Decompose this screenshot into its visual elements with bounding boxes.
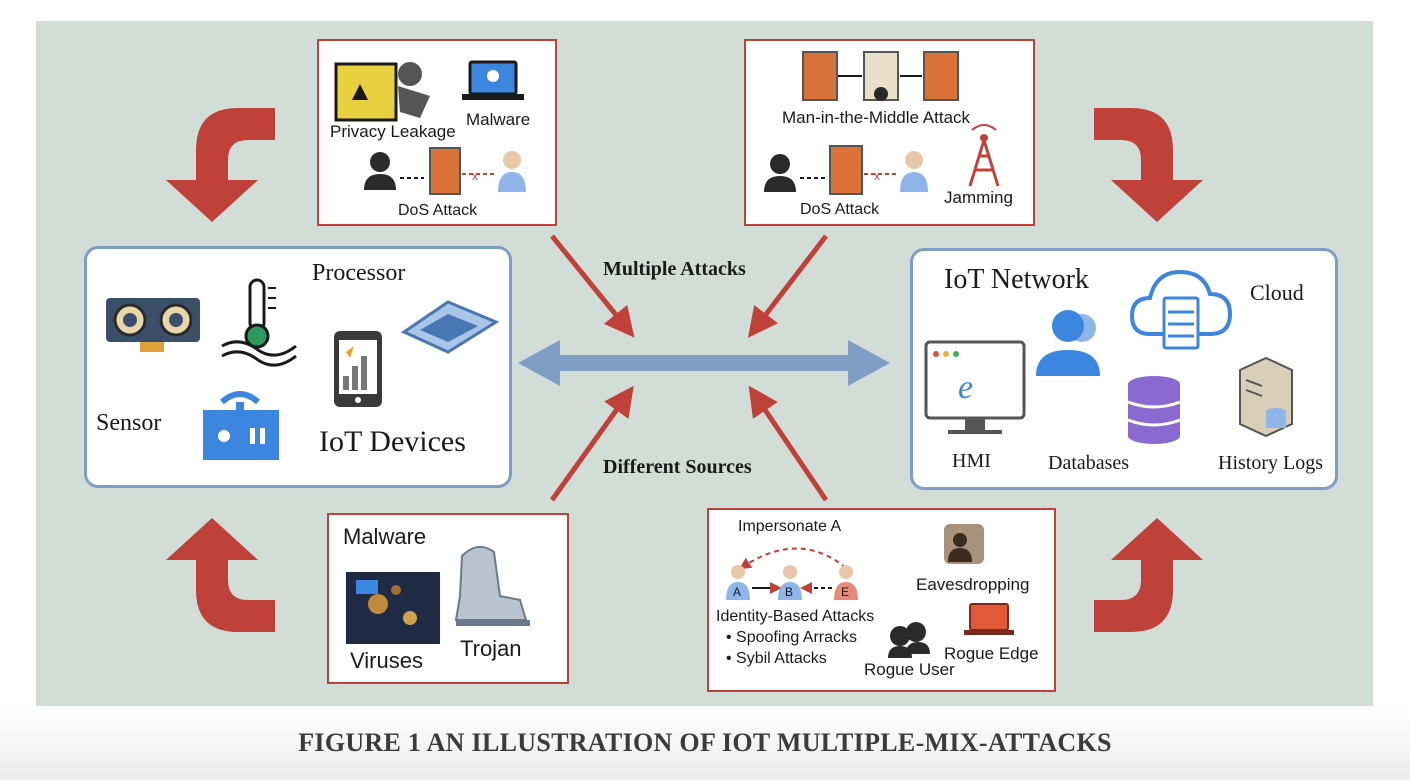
connector-bottom-right bbox=[748, 385, 829, 502]
iot-devices-box bbox=[84, 246, 512, 488]
spoofing-label: • Spoofing Arracks bbox=[726, 629, 857, 646]
dos-attack-left-icon: x bbox=[364, 147, 526, 195]
virus-image-icon bbox=[346, 572, 440, 644]
malware-label-top: Malware bbox=[466, 110, 531, 129]
attack-box-bottom-right bbox=[707, 508, 1056, 692]
corner-arrow-bottom-right bbox=[1094, 518, 1203, 632]
processor-label: Processor bbox=[312, 260, 406, 286]
viruses-label: Viruses bbox=[350, 648, 423, 673]
history-logs-label: History Logs bbox=[1218, 452, 1323, 474]
thermometer-icon bbox=[221, 278, 297, 367]
corner-arrow-top-right bbox=[1094, 108, 1203, 222]
rogue-user-icon bbox=[888, 622, 930, 658]
connector-top-left bbox=[550, 234, 635, 338]
hmi-monitor-icon: e bbox=[924, 340, 1026, 434]
node-a-letter: A bbox=[733, 585, 741, 599]
cloud-server-icon bbox=[1129, 269, 1233, 350]
rogue-edge-label: Rogue Edge bbox=[944, 644, 1039, 663]
svg-text:e: e bbox=[958, 369, 973, 406]
node-a-icon bbox=[726, 565, 750, 600]
identity-attacks-label: Identity-Based Attacks bbox=[716, 608, 875, 625]
privacy-thief-icon bbox=[334, 62, 430, 122]
sybil-label: • Sybil Attacks bbox=[726, 650, 827, 667]
malware-laptop-icon bbox=[462, 60, 524, 100]
corner-arrow-top-left bbox=[166, 108, 275, 222]
dos-attack-right-icon: x bbox=[764, 145, 928, 195]
impersonate-dashed-arrow bbox=[738, 547, 847, 570]
node-b-letter: B bbox=[785, 585, 793, 599]
multiple-attacks-label: Multiple Attacks bbox=[603, 258, 746, 280]
different-sources-label: Different Sources bbox=[603, 456, 752, 478]
iot-devices-label: IoT Devices bbox=[319, 425, 466, 458]
dos-attack-label-left: DoS Attack bbox=[398, 202, 478, 219]
rogue-user-label: Rogue User bbox=[864, 660, 955, 679]
iot-network-title: IoT Network bbox=[944, 264, 1089, 295]
connector-bottom-left bbox=[549, 385, 634, 502]
malware-label-bottom: Malware bbox=[343, 524, 427, 549]
server-icon bbox=[1239, 356, 1293, 438]
bidirectional-arrow bbox=[518, 340, 890, 386]
node-b-icon bbox=[778, 565, 802, 600]
chip-icon bbox=[400, 300, 500, 354]
sensor-label: Sensor bbox=[96, 410, 162, 436]
ultrasonic-sensor-icon bbox=[106, 298, 200, 352]
jamming-tower-icon bbox=[968, 124, 1000, 187]
dos-attack-label-right: DoS Attack bbox=[800, 201, 880, 218]
eavesdropper-icon bbox=[944, 524, 984, 564]
remote-sensor-icon bbox=[203, 391, 279, 460]
smartphone-icon bbox=[334, 331, 382, 407]
jamming-label: Jamming bbox=[944, 188, 1013, 207]
cloud-label: Cloud bbox=[1250, 280, 1304, 305]
svg-text:x: x bbox=[874, 169, 880, 183]
eavesdropping-label: Eavesdropping bbox=[916, 575, 1030, 594]
mitm-servers-icon bbox=[802, 51, 959, 101]
users-icon bbox=[1036, 310, 1100, 376]
rogue-edge-laptop-icon bbox=[964, 603, 1014, 635]
caption-band bbox=[0, 706, 1410, 780]
figure-caption: FIGURE 1 AN ILLUSTRATION OF IOT MULTIPLE… bbox=[298, 728, 1112, 757]
trojan-horse-icon bbox=[454, 545, 530, 626]
connector-top-right bbox=[747, 234, 828, 338]
hmi-label: HMI bbox=[952, 450, 991, 472]
svg-text:x: x bbox=[472, 169, 478, 183]
node-e-letter: E bbox=[841, 585, 849, 599]
impersonate-label: Impersonate A bbox=[738, 518, 842, 535]
databases-label: Databases bbox=[1048, 452, 1130, 474]
mitm-label: Man-in-the-Middle Attack bbox=[782, 108, 971, 127]
trojan-label: Trojan bbox=[460, 636, 522, 661]
corner-arrow-bottom-left bbox=[166, 518, 275, 632]
node-e-icon bbox=[834, 565, 858, 600]
database-icon bbox=[1127, 376, 1181, 444]
privacy-leakage-label: Privacy Leakage bbox=[330, 122, 456, 141]
